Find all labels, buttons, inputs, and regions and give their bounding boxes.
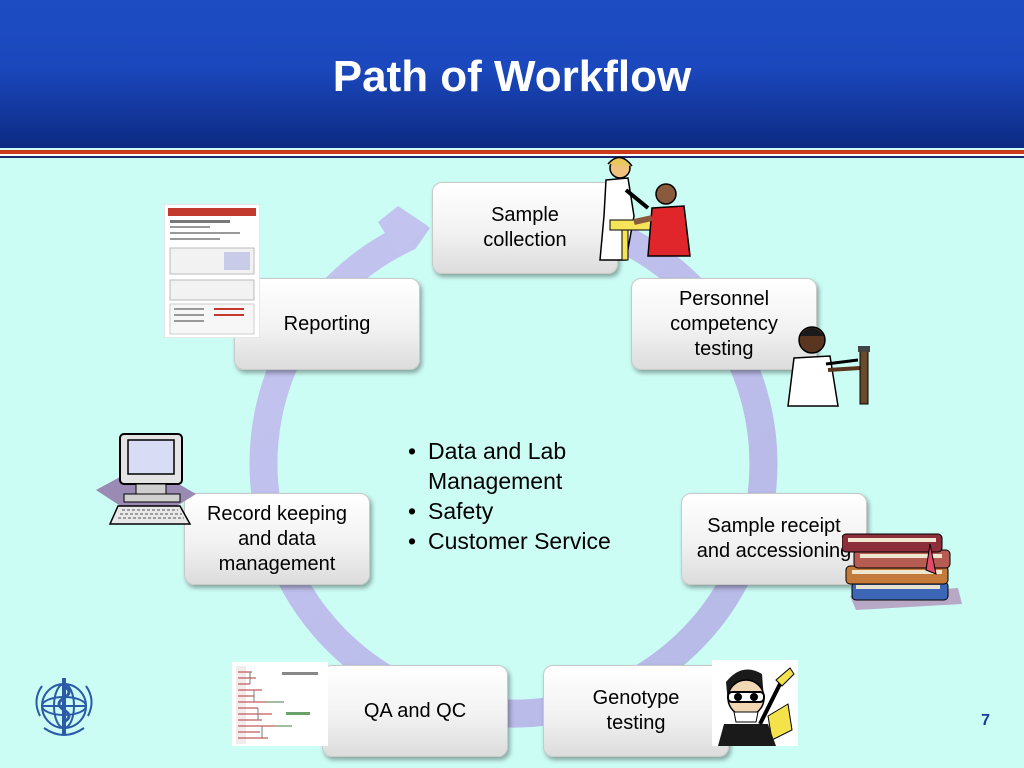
computer-terminal-icon	[96, 433, 196, 525]
step-genotype-testing: Genotype testing	[543, 665, 729, 757]
step-label: Genotype testing	[592, 687, 680, 734]
header-divider-white	[0, 154, 1024, 156]
slide-title: Path of Workflow	[332, 52, 692, 101]
phylogenetic-tree-icon	[232, 662, 328, 746]
bullet-item: Data and Lab Management	[408, 436, 658, 496]
step-label: Sample receipt and accessioning	[696, 515, 852, 562]
who-emblem-logo	[35, 678, 93, 736]
step-sample-collection: Sample collection	[432, 182, 618, 274]
title-bar	[0, 0, 1024, 148]
bullet-item: Safety	[408, 496, 658, 526]
step-label: QA and QC	[363, 699, 467, 722]
step-label: Personnel competency testing	[670, 287, 778, 360]
page-number: 7	[981, 712, 990, 729]
step-personnel-competency-testing: Personnel competency testing	[631, 278, 817, 370]
scientist-goggles-icon	[712, 660, 798, 746]
step-label: Sample collection	[483, 204, 567, 251]
header-divider-navy	[0, 156, 1024, 158]
step-record-keeping: Record keeping and data management	[184, 493, 370, 585]
header-divider-red	[0, 150, 1024, 154]
scientist-test-tube-icon	[787, 326, 870, 407]
step-label: Record keeping and data management	[206, 502, 348, 575]
report-document-icon	[164, 204, 260, 338]
bullet-item: Customer Service	[408, 526, 658, 556]
center-bullet-list: Data and Lab Management Safety Customer …	[408, 436, 658, 556]
step-sample-receipt-accessioning: Sample receipt and accessioning	[681, 493, 867, 585]
stack-of-books-icon	[842, 533, 962, 610]
step-reporting: Reporting	[234, 278, 420, 370]
nurse-drawing-blood-icon	[599, 156, 691, 261]
step-label: Reporting	[283, 312, 371, 335]
step-qa-and-qc: QA and QC	[322, 665, 508, 757]
